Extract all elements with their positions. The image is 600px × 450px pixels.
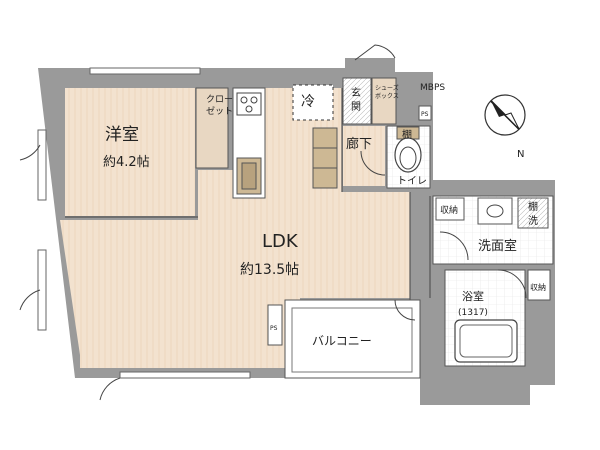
ps-top-label: PS	[421, 111, 429, 118]
bath-storage-label: 収納	[530, 282, 546, 292]
toilet-label: トイレ	[397, 176, 427, 187]
windows	[37, 67, 251, 379]
western-room-name: 洋室	[105, 125, 139, 145]
wash-storage	[435, 197, 465, 221]
shoe-box-label: シューズボックス	[375, 84, 399, 100]
washbasin	[477, 197, 513, 225]
mbps-box	[433, 72, 453, 80]
entrance-floor	[342, 77, 372, 125]
toilet-shelf-label: 棚	[402, 128, 412, 141]
wash-shelf-label: 棚	[528, 200, 538, 213]
compass	[484, 94, 526, 136]
fridge-space	[292, 84, 334, 121]
mbps-label: MBPS	[420, 83, 445, 93]
washing-machine-space	[517, 197, 549, 229]
washing-machine-label: 洗	[528, 215, 538, 227]
fridge-label: 冷	[301, 94, 315, 110]
ldk-name: LDK	[262, 231, 299, 252]
shoe-box	[371, 77, 397, 125]
corridor-floor	[343, 126, 385, 186]
bath-storage	[527, 269, 551, 301]
ps-top-box	[418, 105, 432, 121]
bathroom-size: (1317)	[458, 308, 488, 318]
western-room-floor	[65, 88, 195, 216]
cupboard	[312, 127, 338, 189]
entrance-label: 玄関	[351, 86, 361, 113]
compass-north-label: N	[517, 149, 524, 160]
ps-left-label: PS	[270, 325, 278, 332]
wash-storage-label: 収納	[440, 204, 458, 216]
closet-label: クローゼット	[206, 94, 233, 117]
bathroom-name: 浴室	[462, 289, 484, 303]
washroom-label: 洗面室	[478, 238, 517, 254]
ldk-size: 約13.5帖	[240, 262, 299, 278]
ps-left-box	[267, 304, 283, 346]
inner-walls	[65, 88, 431, 300]
western-room-size: 約4.2帖	[103, 155, 150, 170]
balcony-label: バルコニー	[312, 334, 372, 348]
closet	[196, 88, 228, 168]
corridor-label: 廊下	[346, 136, 372, 152]
door-swings	[19, 44, 527, 401]
